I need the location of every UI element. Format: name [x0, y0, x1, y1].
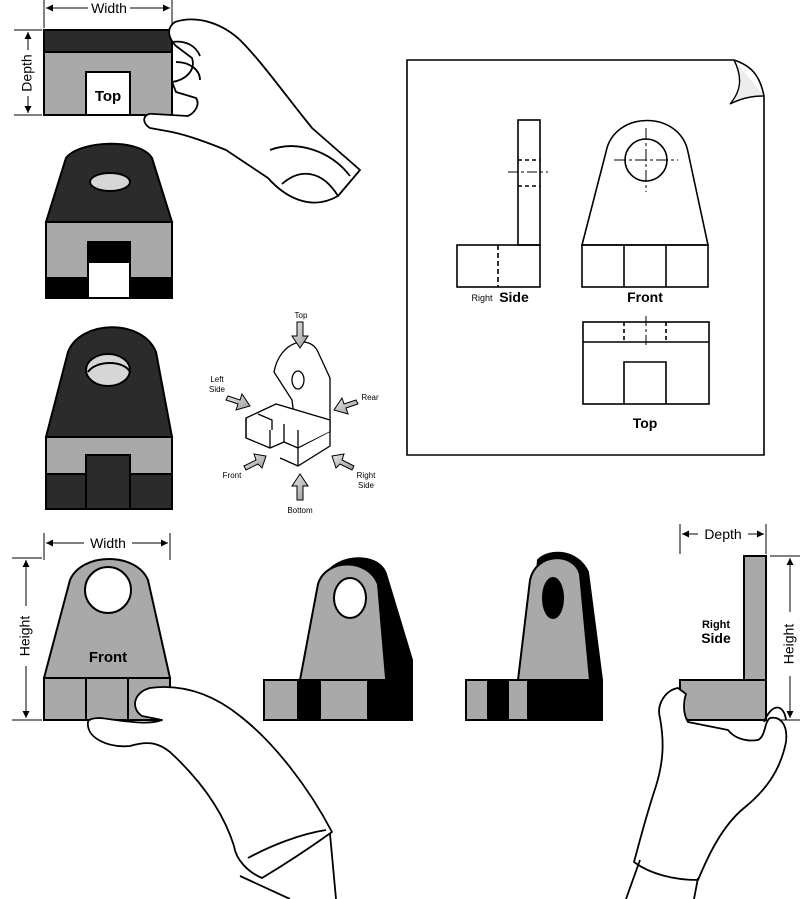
- hand-icon: [625, 687, 788, 899]
- dimension-height-side: Height: [770, 555, 800, 721]
- arrow-icon-top: Top: [291, 311, 309, 349]
- arrow-icon-right-side: Right Side: [331, 453, 376, 490]
- rotating-block-1: [263, 557, 413, 721]
- dimension-depth-top: Depth: [14, 29, 42, 116]
- side-view-label-large: Side: [701, 630, 731, 646]
- top-view-drawing: [582, 316, 710, 405]
- hand-icon: [143, 18, 361, 204]
- width-label-top: Width: [91, 0, 127, 16]
- height-label-front: Height: [17, 616, 33, 657]
- direction-front: Front: [223, 471, 242, 480]
- depth-label-top: Depth: [19, 54, 35, 91]
- front-view-label: Front: [89, 649, 127, 666]
- height-label-side: Height: [781, 624, 797, 665]
- right-view-label-small: Right: [471, 293, 493, 303]
- iso-block-lower: [44, 326, 174, 510]
- front-view-drawing: [580, 119, 709, 288]
- dimension-height-front: Height: [12, 557, 42, 721]
- direction-left-side-2: Side: [209, 385, 226, 394]
- direction-top: Top: [295, 311, 308, 320]
- arrow-icon-front: Front: [223, 453, 267, 480]
- top-view-label-sheet: Top: [633, 415, 658, 431]
- right-side-view-drawing: [456, 119, 548, 288]
- depth-label-side: Depth: [704, 526, 741, 542]
- iso-object-small: [245, 341, 331, 467]
- right-view-label: Right: [702, 619, 730, 631]
- iso-block-upper: [44, 142, 174, 299]
- hand-icon: [87, 686, 337, 899]
- dimension-width-front: Width: [43, 533, 171, 560]
- drawing-sheet: [406, 59, 765, 456]
- direction-left-side-1: Left: [210, 375, 224, 384]
- direction-right-side-2: Side: [358, 481, 375, 490]
- side-view-label: Side: [499, 289, 529, 305]
- arrow-icon-rear: Rear: [333, 393, 379, 415]
- dimension-depth-side: Depth: [679, 524, 767, 554]
- side-view-block: [679, 555, 767, 721]
- rotating-block-2: [465, 551, 603, 721]
- direction-rear: Rear: [361, 393, 379, 402]
- top-view-label: Top: [95, 88, 121, 105]
- front-view-label-sheet: Front: [627, 289, 663, 305]
- direction-bottom: Bottom: [287, 506, 313, 515]
- dimension-width-top: Width: [43, 0, 173, 28]
- top-view-block: Top: [43, 29, 173, 116]
- arrow-icon-left-side: Left Side: [209, 375, 251, 411]
- arrow-icon-bottom: Bottom: [287, 473, 313, 515]
- direction-right-side-1: Right: [357, 471, 376, 480]
- width-label-front: Width: [90, 535, 126, 551]
